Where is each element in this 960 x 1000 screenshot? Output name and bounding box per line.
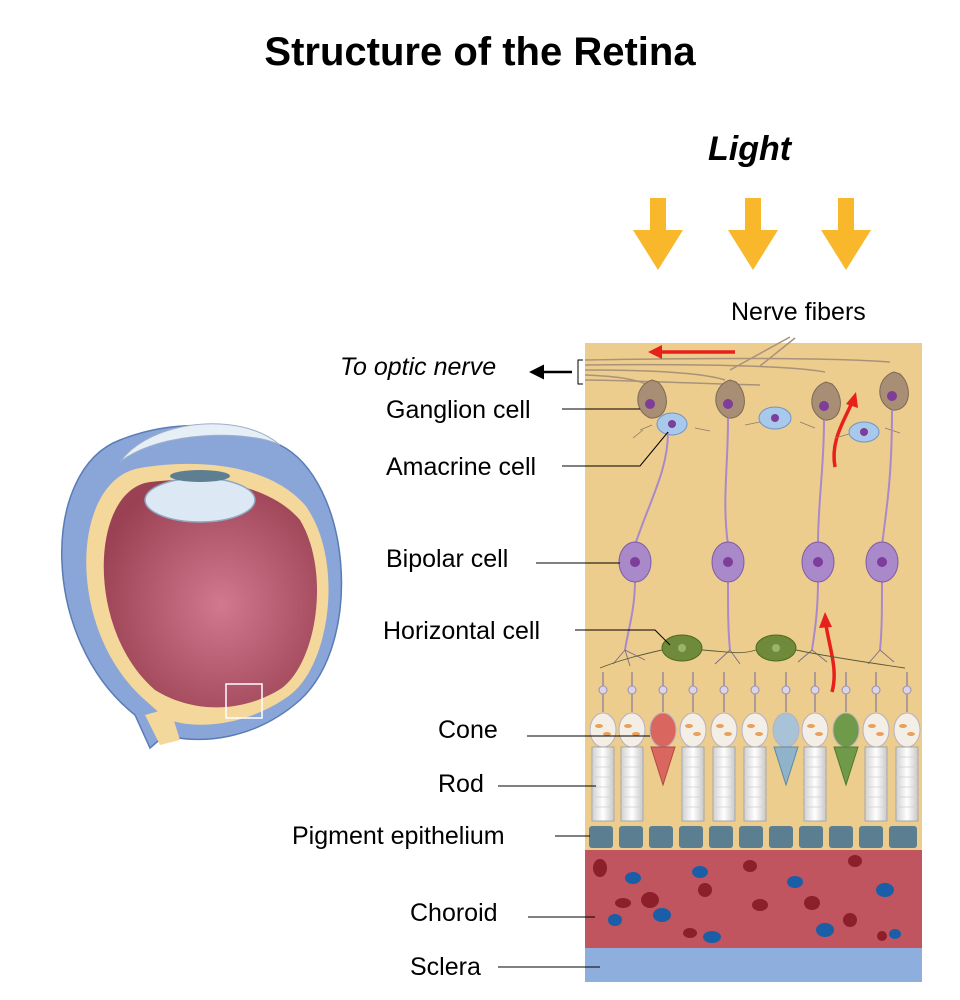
- light-arrow-2: [728, 198, 778, 270]
- light-arrow-3: [821, 198, 871, 270]
- light-arrow-1: [633, 198, 683, 270]
- horizontal-cell-label: Horizontal cell: [383, 617, 541, 645]
- amacrine-cells: [632, 406, 901, 443]
- horizontal-cells: [599, 634, 906, 669]
- eye-illustration: [61, 423, 343, 750]
- light-label: Light: [708, 130, 792, 168]
- choroid-label: Choroid: [410, 899, 498, 927]
- sclera-layer: [585, 948, 922, 982]
- leader-lines: [498, 359, 671, 968]
- cone-label: Cone: [438, 716, 498, 744]
- page-title: Structure of the Retina: [264, 30, 696, 74]
- bipolar-cells: [612, 409, 899, 667]
- pigment-epithelium-label: Pigment epithelium: [292, 822, 505, 850]
- ganglion-cell-label: Ganglion cell: [386, 396, 531, 424]
- photoreceptors: [589, 672, 921, 822]
- amacrine-cell-label: Amacrine cell: [386, 453, 537, 481]
- ganglion-cells: [637, 371, 909, 421]
- pigment-epithelium: [585, 825, 922, 850]
- nerve-fibers-label: Nerve fibers: [731, 298, 866, 326]
- signal-arrows: [648, 345, 858, 693]
- light-arrows: [633, 198, 871, 270]
- sclera-label: Sclera: [410, 953, 481, 981]
- bipolar-cell-label: Bipolar cell: [386, 545, 509, 573]
- optic-nerve-label: To optic nerve: [340, 353, 497, 381]
- choroid-cells: [593, 855, 901, 943]
- rod-label: Rod: [438, 770, 484, 798]
